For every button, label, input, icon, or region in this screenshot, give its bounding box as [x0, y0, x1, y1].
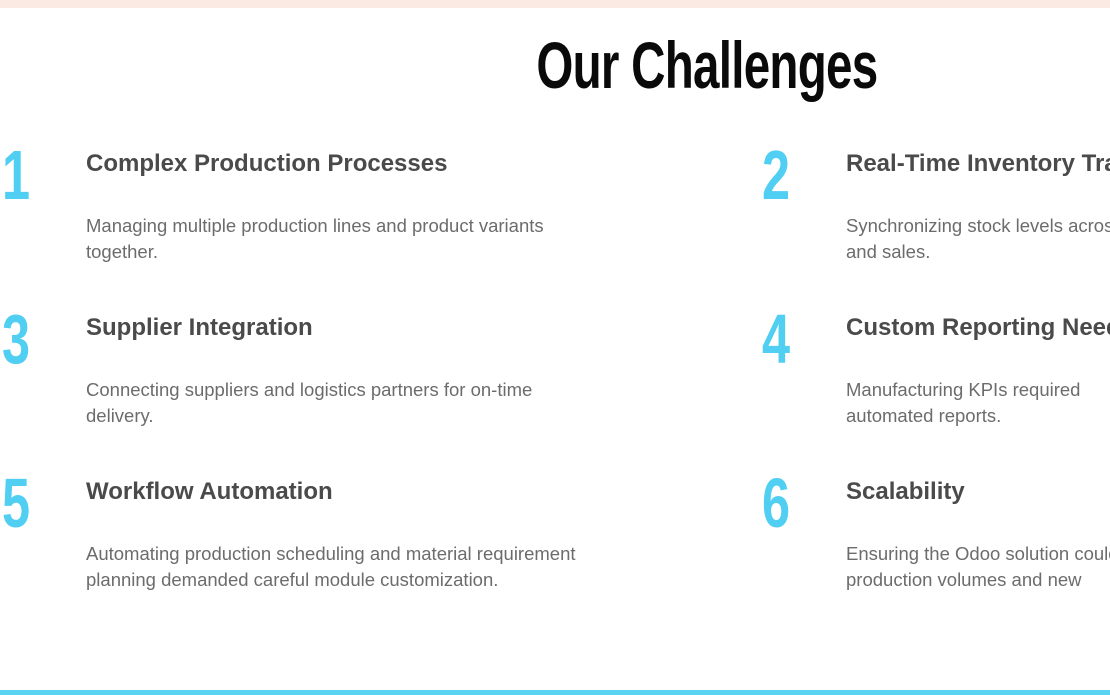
challenge-content: Scalability Ensuring the Odoo solution c…: [846, 477, 1110, 593]
challenge-description-line: Ensuring the Odoo solution could: [846, 543, 1110, 564]
challenge-content: Real-Time Inventory Tracking Synchronizi…: [846, 149, 1110, 265]
challenge-description-line: Managing multiple production lines and p…: [86, 215, 544, 236]
challenge-number-wrap: 6: [762, 464, 846, 542]
page-title-wrap: Our Challenges: [0, 28, 1110, 102]
challenge-number-wrap: 3: [2, 300, 86, 378]
challenge-heading: Real-Time Inventory Tracking: [846, 150, 1110, 177]
challenges-grid: 1 Complex Production Processes Managing …: [0, 136, 1110, 593]
challenge-description-line: and sales.: [846, 241, 931, 262]
challenge-item: 4 Custom Reporting Needs Manufacturing K…: [762, 300, 1110, 429]
challenge-number: 3: [2, 300, 30, 378]
challenge-number: 2: [762, 136, 790, 214]
challenge-heading: Complex Production Processes: [86, 150, 448, 177]
bottom-accent-bar: [0, 690, 1110, 695]
challenge-description-line: planning demanded careful module customi…: [86, 569, 499, 590]
challenge-item: 3 Supplier Integration Connecting suppli…: [2, 300, 762, 429]
challenge-description: Manufacturing KPIs required automated rep…: [846, 377, 1110, 429]
challenge-heading: Custom Reporting Needs: [846, 314, 1110, 341]
challenge-item: 1 Complex Production Processes Managing …: [2, 136, 762, 265]
challenge-content: Complex Production Processes Managing mu…: [86, 149, 762, 265]
challenge-content: Workflow Automation Automating productio…: [86, 477, 762, 593]
challenge-item: 6 Scalability Ensuring the Odoo solution…: [762, 464, 1110, 593]
page-title: Our Challenges: [535, 28, 878, 102]
challenge-number-wrap: 5: [2, 464, 86, 542]
challenge-number: 5: [2, 464, 30, 542]
challenge-description-line: production volumes and new: [846, 569, 1082, 590]
challenge-heading: Workflow Automation: [86, 478, 333, 505]
challenge-heading: Supplier Integration: [86, 314, 313, 341]
challenge-item: 5 Workflow Automation Automating product…: [2, 464, 762, 593]
challenge-number: 6: [762, 464, 790, 542]
challenge-description-line: automated reports.: [846, 405, 1002, 426]
challenge-description-line: Manufacturing KPIs required: [846, 379, 1081, 400]
challenge-number: 1: [2, 136, 30, 214]
challenge-description-line: Synchronizing stock levels across: [846, 215, 1110, 236]
challenge-description-line: Connecting suppliers and logistics partn…: [86, 379, 533, 400]
challenge-heading: Scalability: [846, 478, 965, 505]
challenge-number-wrap: 2: [762, 136, 846, 214]
challenge-description-line: together.: [86, 241, 159, 262]
challenge-description: Connecting suppliers and logistics partn…: [86, 377, 762, 429]
challenge-content: Custom Reporting Needs Manufacturing KPI…: [846, 313, 1110, 429]
top-accent-bar: [0, 0, 1110, 8]
challenge-content: Supplier Integration Connecting supplier…: [86, 313, 762, 429]
challenge-description: Managing multiple production lines and p…: [86, 213, 762, 265]
challenges-slide: Our Challenges 1 Complex Production Proc…: [0, 8, 1110, 695]
challenge-number: 4: [762, 300, 790, 378]
challenge-description: Automating production scheduling and mat…: [86, 541, 762, 593]
challenge-number-wrap: 1: [2, 136, 86, 214]
challenge-description-line: delivery.: [86, 405, 154, 426]
challenge-description-line: Automating production scheduling and mat…: [86, 543, 576, 564]
challenge-description: Ensuring the Odoo solution could producti…: [846, 541, 1110, 593]
challenge-number-wrap: 4: [762, 300, 846, 378]
challenge-description: Synchronizing stock levels across and sal…: [846, 213, 1110, 265]
challenge-item: 2 Real-Time Inventory Tracking Synchroni…: [762, 136, 1110, 265]
